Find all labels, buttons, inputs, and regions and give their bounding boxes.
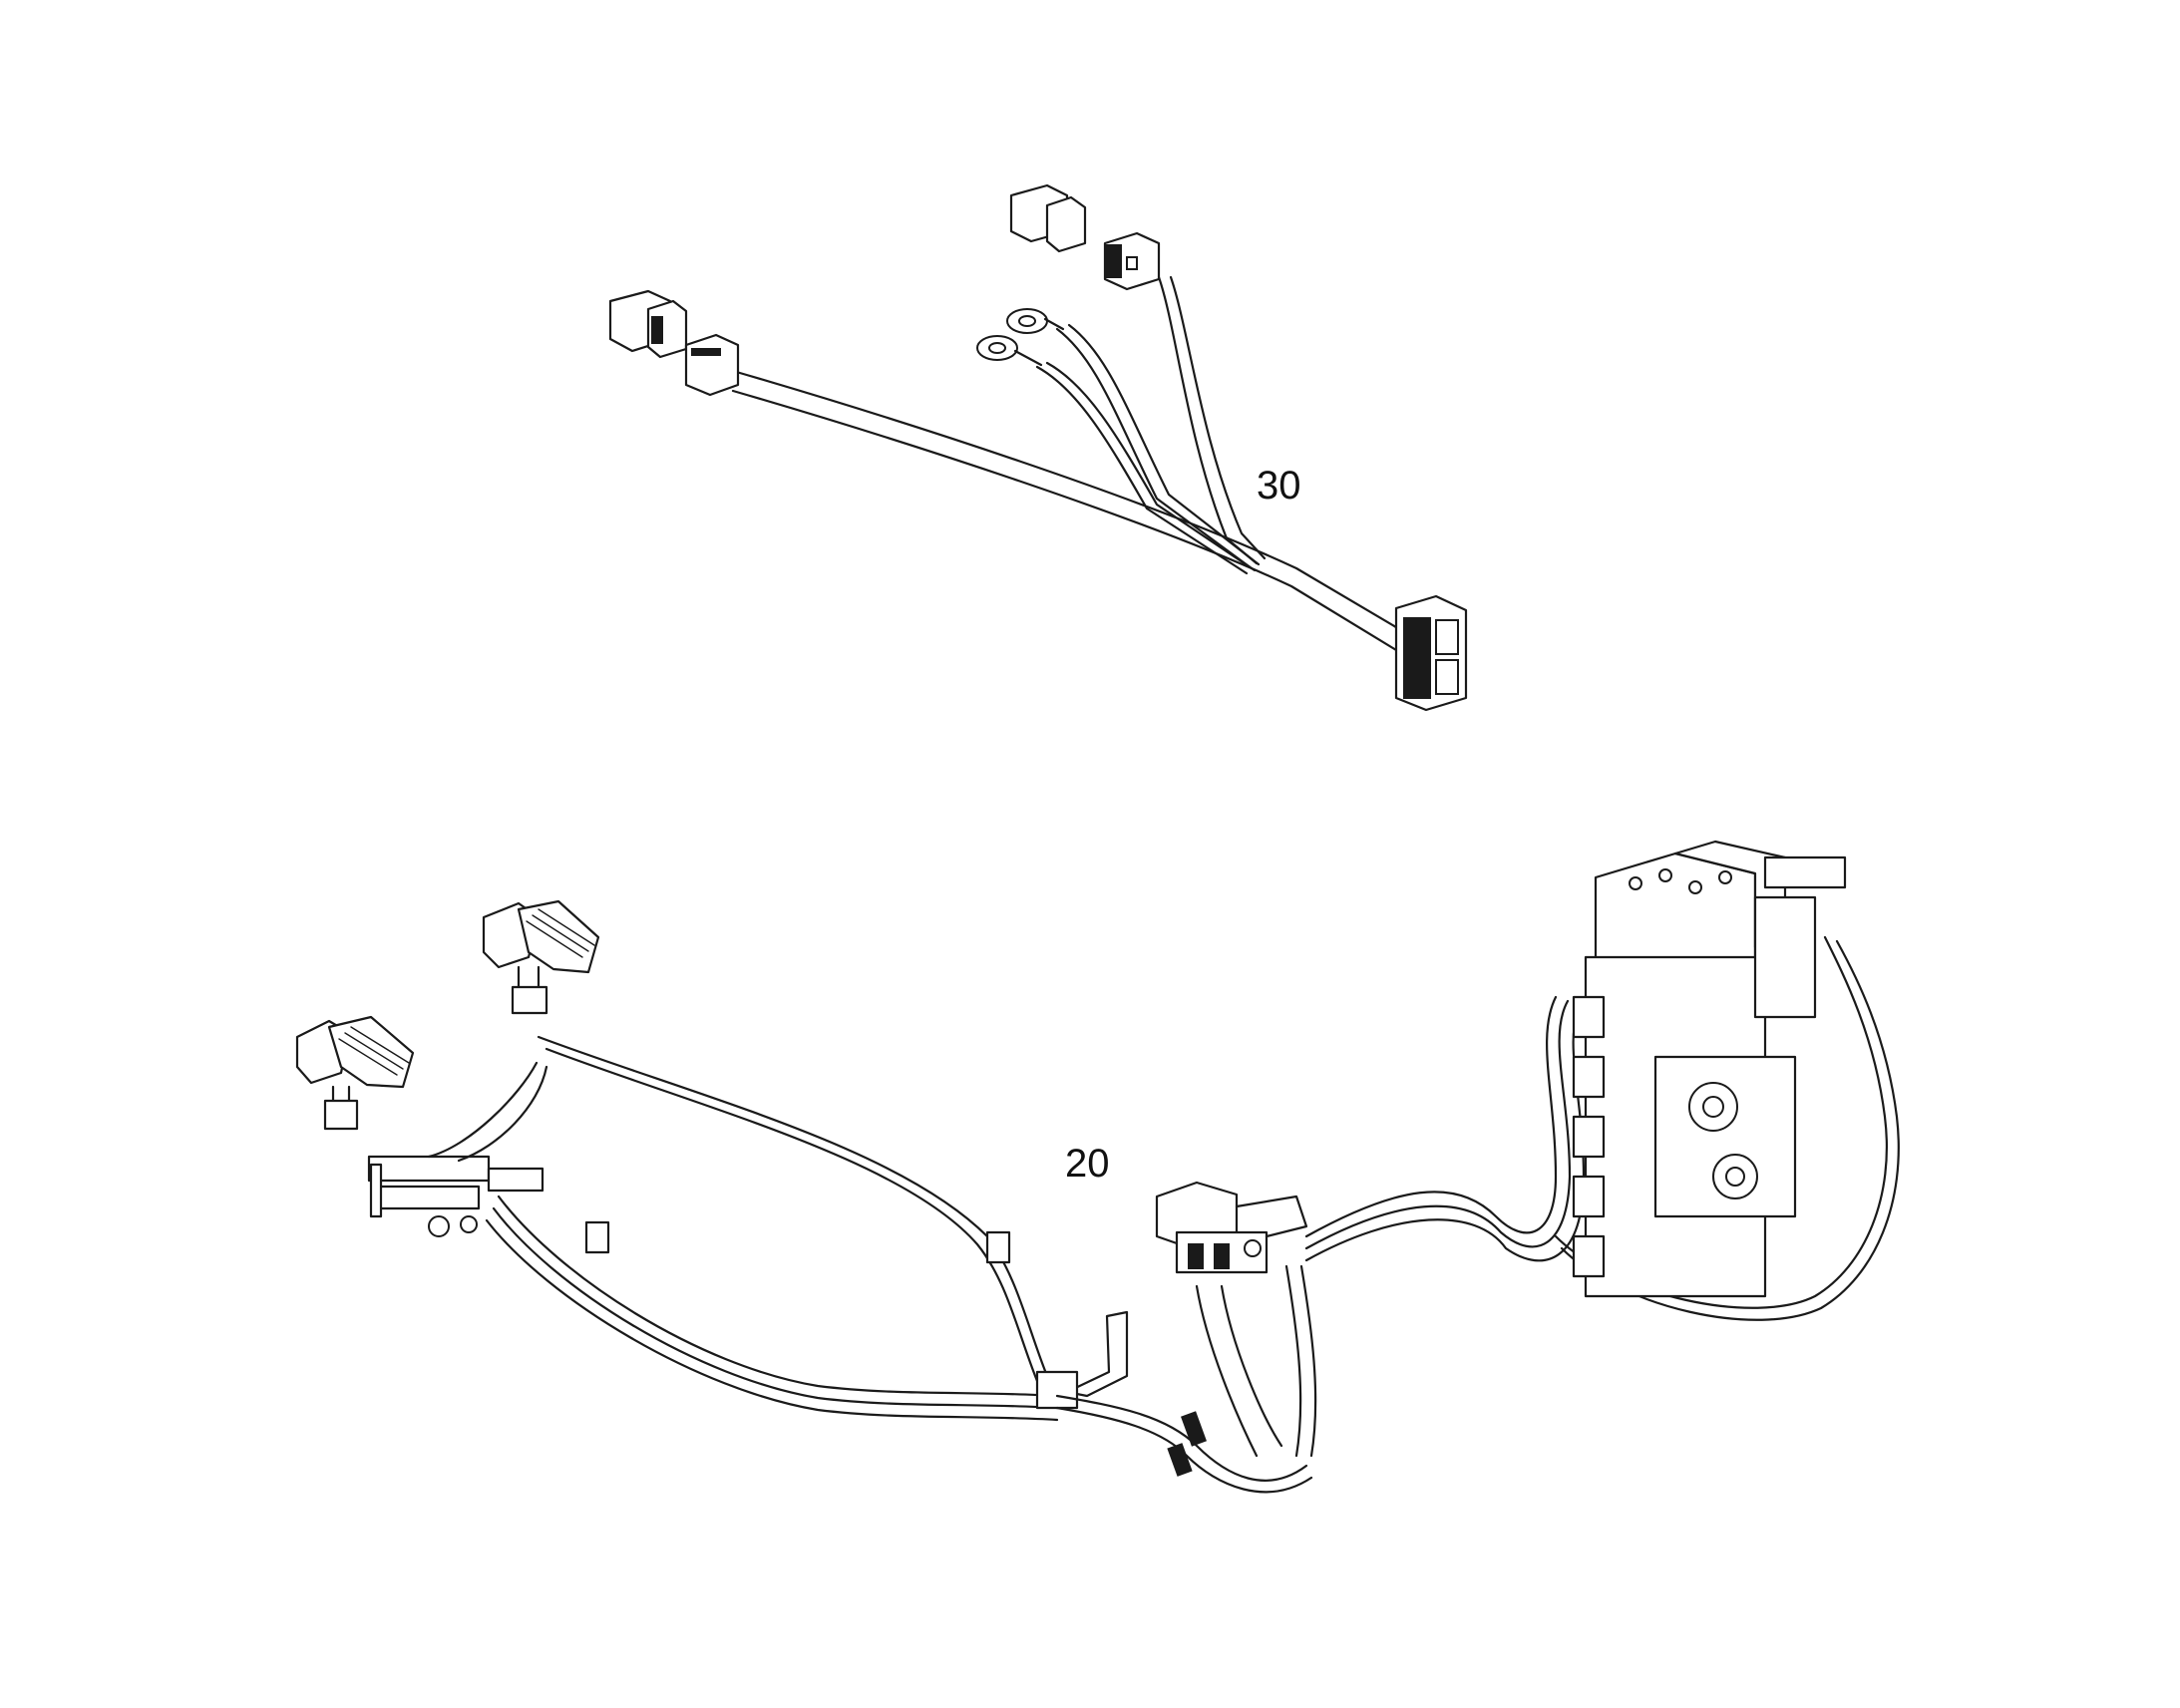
pedal-assembly-right [482, 899, 600, 1015]
hose-bundle-main [427, 1035, 1059, 1422]
wiring-harness-30 [608, 183, 1468, 712]
callout-label-20: 20 [1065, 1142, 1110, 1186]
hose-clip-2 [985, 1230, 1011, 1264]
hose-fittings [1167, 1411, 1207, 1477]
ring-terminal-lower [976, 335, 1043, 367]
hydraulic-harness-20 [295, 840, 1900, 1494]
connector-plug-upper [1009, 183, 1087, 253]
ring-terminal-upper [1006, 308, 1065, 334]
control-valve-solenoids [1572, 995, 1606, 1278]
hose-clip-1 [584, 1220, 610, 1254]
main-control-valve [1572, 840, 1847, 1298]
valve-manifold-block [1155, 1181, 1308, 1274]
harness-30-branch-upper [1157, 275, 1267, 565]
pedal-assembly-left [295, 1015, 415, 1131]
harness-30-trunk-cable [731, 369, 1408, 655]
connector-socket-upper [1103, 231, 1161, 291]
connector-socket-left [684, 333, 740, 397]
connector-multipin-main [1394, 594, 1468, 712]
harness-30-branch-rings [1035, 323, 1261, 575]
hose-bracket [1035, 1310, 1129, 1410]
pedal-valve-cluster [367, 1155, 545, 1237]
callout-label-30: 30 [1257, 464, 1301, 508]
connector-plug-left [608, 289, 688, 359]
